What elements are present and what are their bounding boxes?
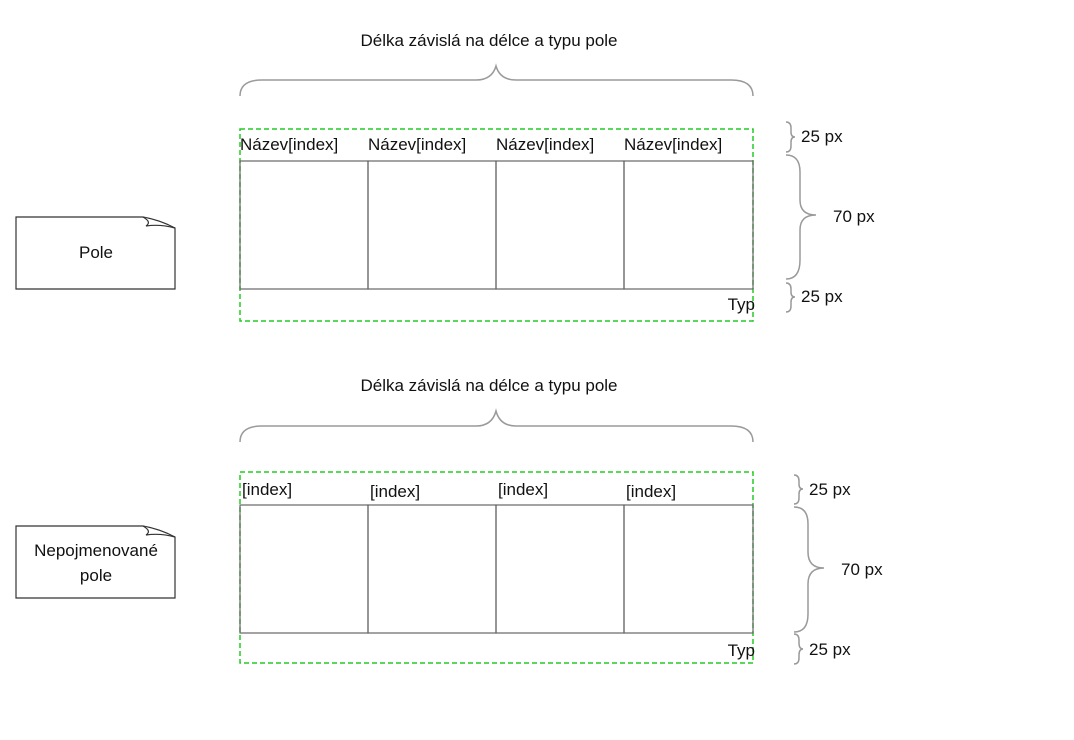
- type-label: Typ: [728, 641, 755, 660]
- body-height-brace: [793, 506, 825, 633]
- cell-3: [623, 160, 754, 290]
- array-diagram-unnamed: Délka závislá na délce a typu pole [inde…: [15, 376, 883, 665]
- cell-header: [index]: [498, 480, 548, 499]
- cell-header: [index]: [242, 480, 292, 499]
- note-label-line-2: pole: [80, 566, 112, 585]
- length-brace: [239, 63, 754, 97]
- type-label: Typ: [728, 295, 755, 314]
- note-box: Pole: [15, 216, 176, 290]
- cell-0: [239, 504, 369, 634]
- header-height-label: 25 px: [801, 127, 843, 146]
- array-diagram-named: Délka závislá na délce a typu pole Název…: [15, 31, 875, 322]
- cell-header: Název[index]: [624, 135, 722, 154]
- footer-height-brace: [785, 282, 796, 313]
- cell-0: [239, 160, 369, 290]
- cell-header: Název[index]: [368, 135, 466, 154]
- body-height-brace: [785, 154, 817, 280]
- cell-header: [index]: [370, 482, 420, 501]
- note-label-line-1: Nepojmenované: [34, 541, 158, 560]
- footer-height-brace: [793, 633, 804, 665]
- footer-height-label: 25 px: [801, 287, 843, 306]
- footer-height-label: 25 px: [809, 640, 851, 659]
- body-height-label: 70 px: [833, 207, 875, 226]
- note-box: Nepojmenované pole: [15, 525, 176, 599]
- cell-3: [623, 504, 754, 634]
- header-height-brace: [793, 474, 804, 505]
- cell-header: Název[index]: [240, 135, 338, 154]
- cell-header: [index]: [626, 482, 676, 501]
- cell-1: [367, 504, 497, 634]
- note-label: Pole: [79, 243, 113, 262]
- body-height-label: 70 px: [841, 560, 883, 579]
- header-height-label: 25 px: [809, 480, 851, 499]
- header-height-brace: [785, 121, 796, 153]
- length-label: Délka závislá na délce a typu pole: [360, 376, 617, 395]
- cell-2: [495, 160, 625, 290]
- cell-1: [367, 160, 497, 290]
- length-label: Délka závislá na délce a typu pole: [360, 31, 617, 50]
- cell-header: Název[index]: [496, 135, 594, 154]
- length-brace: [239, 408, 754, 443]
- cell-2: [495, 504, 625, 634]
